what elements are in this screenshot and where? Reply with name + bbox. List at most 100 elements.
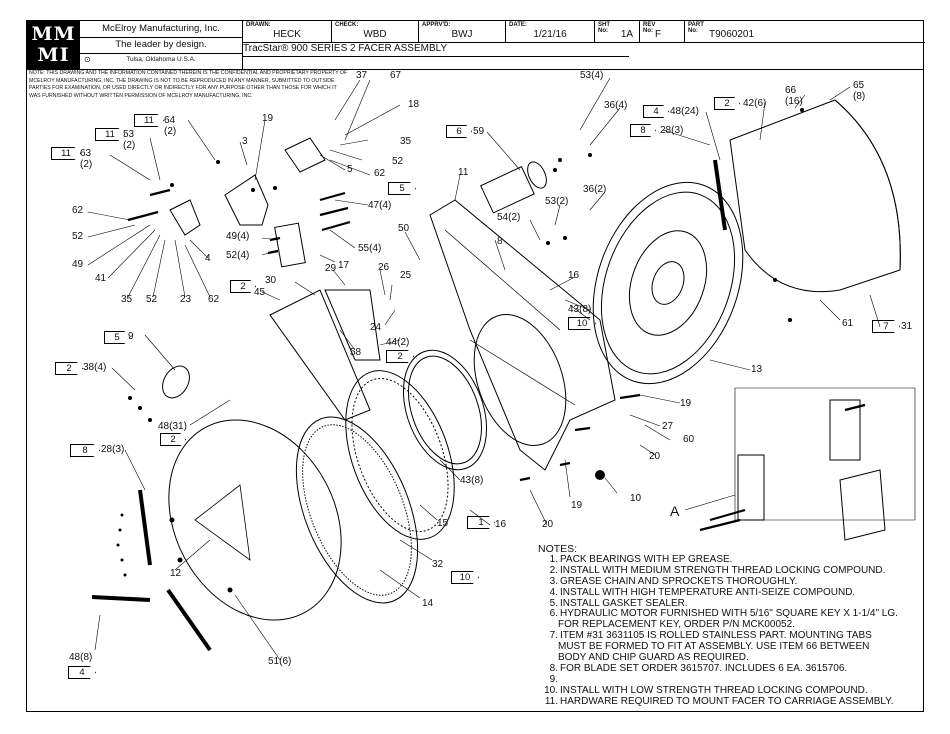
assembly-title: TracStar® 900 SERIES 2 FACER ASSEMBLY: [243, 43, 448, 54]
flag-11b: 11: [95, 128, 125, 141]
callout-66: 66 (16): [785, 85, 803, 107]
note-continuation: FOR REPLACEMENT KEY, ORDER P/N MCK00052.: [558, 619, 795, 631]
note-number: 5.: [549, 597, 558, 609]
callout-48-8: 48(8): [69, 652, 93, 663]
note-continuation: MUST BE FORMED TO FIT AT ASSEMBLY. USE I…: [558, 641, 870, 653]
callout-9: 9: [128, 331, 134, 342]
chain-45: [269, 289, 371, 421]
callout-43b: 43(8): [568, 304, 592, 315]
note-item: 2.INSTALL WITH MEDIUM STRENGTH THREAD LO…: [538, 564, 898, 577]
callout-60: 60: [683, 434, 695, 445]
note-number: 7.: [549, 630, 558, 642]
part-cell: PART No:T9060201: [688, 22, 755, 40]
flag-2c: 2: [386, 350, 414, 363]
callout-27: 27: [662, 421, 674, 432]
note-number: 6.: [549, 608, 558, 620]
note-number: 10.: [544, 684, 558, 696]
callout-30: 30: [265, 275, 277, 286]
blade-disk: [295, 416, 419, 604]
slogan: The leader by design.: [115, 39, 207, 50]
bracket-4: [169, 199, 201, 236]
flag-11: 11: [134, 114, 164, 127]
flag-1: 1: [467, 516, 495, 529]
flag-4a: 4: [643, 105, 669, 118]
callout-26: 26: [378, 262, 390, 273]
callout-3: 3: [242, 136, 248, 147]
notes-heading: NOTES:: [538, 543, 578, 555]
blade-strip-51: [166, 588, 212, 652]
callout-62: 62: [374, 168, 386, 179]
callout-28a: 28(3): [101, 444, 125, 455]
callout-45: 45: [254, 287, 266, 298]
company-city: Tulsa, Oklahoma U.S.A.: [126, 56, 196, 63]
callout-20: 20: [542, 519, 554, 530]
detail-a-label: A: [670, 503, 680, 519]
flag-2d: 2: [55, 362, 83, 375]
blade-strip-28a: [138, 489, 152, 566]
callout-53b: 53(2): [545, 196, 569, 207]
confidentiality-note: NOTE: THIS DRAWING AND THE INFORMATION C…: [29, 70, 348, 99]
note-item: 10.INSTALL WITH LOW STRENGTH THREAD LOCK…: [538, 684, 898, 697]
note-item: 11.HARDWARE REQUIRED TO MOUNT FACER TO C…: [538, 696, 898, 708]
callout-16b: 16: [568, 270, 580, 281]
note-item: 3.GREASE CHAIN AND SPROCKETS THOROUGHLY.: [538, 575, 898, 588]
callout-24: 24: [370, 322, 382, 333]
title-block: MM MI McElroy Manufacturing, Inc. The le…: [27, 21, 925, 70]
callout-65: 65 (8): [853, 80, 866, 102]
hardware-dots: [116, 108, 804, 593]
callout-18: 18: [408, 99, 420, 110]
callout-35b: 35: [121, 294, 133, 305]
callout-15: 15: [437, 518, 449, 529]
note-item: 7.ITEM #31 3631105 IS ROLLED STAINLESS P…: [538, 630, 898, 642]
note-text: ITEM #31 3631105 IS ROLLED STAINLESS PAR…: [560, 630, 872, 642]
chip-guard: [729, 99, 901, 293]
bracket-18: [284, 137, 326, 173]
detail-bracket-2: [829, 399, 861, 461]
parts-line-art: [87, 77, 916, 661]
callout-20b: 20: [649, 451, 661, 462]
callout-5: 5: [347, 164, 353, 175]
callout-52: 52: [392, 156, 404, 167]
callout-53c: 53(4): [580, 70, 604, 81]
callout-54: 54(2): [497, 212, 521, 223]
callout-14: 14: [422, 598, 434, 609]
gasket: [402, 349, 488, 471]
callout-49: 49: [72, 259, 84, 270]
callout-42: 42(6): [743, 98, 767, 109]
callout-61: 61: [842, 318, 854, 329]
approved-cell: APPRV'D:BWJ: [419, 21, 506, 42]
note-item: 4.INSTALL WITH HIGH TEMPERATURE ANTI-SEI…: [538, 587, 898, 599]
flag-2a: 2: [714, 97, 740, 110]
blade-strip-28b: [713, 159, 727, 231]
callout-35: 35: [400, 136, 412, 147]
note-number: 3.: [549, 575, 558, 587]
callout-52c: 52: [146, 294, 158, 305]
note-item: 8.FOR BLADE SET ORDER 3615707. INCLUDES …: [538, 662, 898, 675]
callout-10: 10: [630, 493, 642, 504]
callout-19c: 19: [680, 398, 692, 409]
note-text: INSTALL WITH MEDIUM STRENGTH THREAD LOCK…: [560, 564, 886, 576]
company-block: McElroy Manufacturing, Inc. The leader b…: [80, 21, 243, 69]
flag-4b: 4: [68, 666, 96, 679]
callout-37: 37: [356, 70, 368, 81]
note-item: 1.PACK BEARINGS WITH EP GREASE.: [538, 553, 898, 566]
registered-icon: ⊙: [84, 55, 91, 64]
blade-strip-48b: [91, 595, 151, 602]
callout-32: 32: [432, 559, 444, 570]
note-text: FOR BLADE SET ORDER 3615707. INCLUDES 6 …: [560, 662, 848, 674]
hardware-fasteners: [127, 188, 866, 532]
note-text: GREASE CHAIN AND SPROCKETS THOROUGHLY.: [560, 575, 798, 587]
callout-11: 11: [458, 167, 469, 178]
callout-25: 25: [400, 270, 412, 281]
callout-16: 16: [495, 519, 507, 530]
callout-62c: 62: [208, 294, 220, 305]
note-number: 1.: [549, 553, 558, 565]
notes-block: NOTES: 1.PACK BEARINGS WITH EP GREASE.2.…: [538, 544, 898, 708]
callout-52d: 52(4): [226, 250, 250, 261]
detail-a-box: [734, 387, 916, 521]
sheet-cell: SHT No:1A: [595, 21, 640, 42]
callout-49b: 49(4): [226, 231, 250, 242]
leader-lines: [87, 77, 881, 661]
callout-63: 63 (2): [80, 148, 93, 170]
